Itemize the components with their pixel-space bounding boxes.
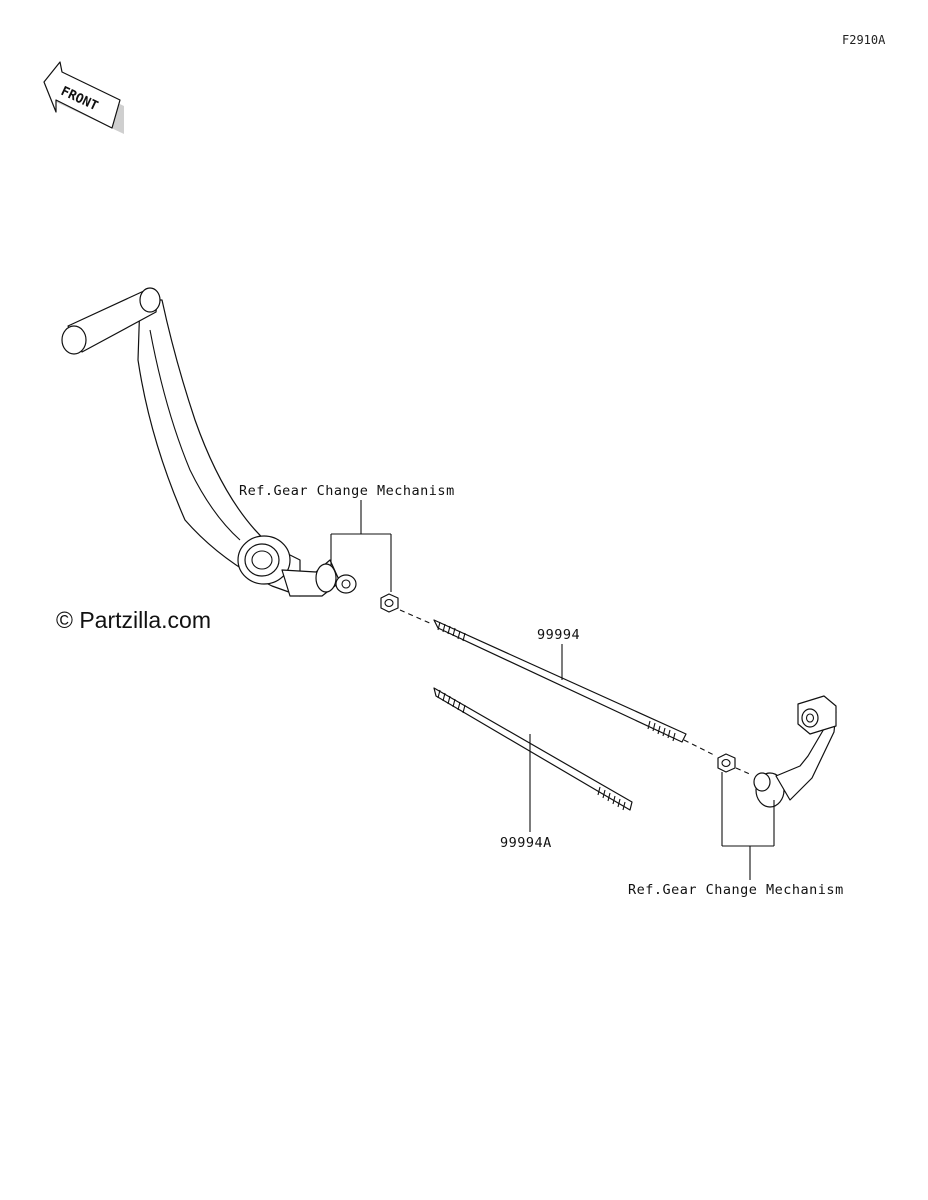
label-99994A: 99994A xyxy=(500,835,552,851)
front-arrow-icon: FRONT xyxy=(43,61,124,134)
ref-gear-change-bottom: Ref.Gear Change Mechanism xyxy=(628,882,844,898)
label-99994: 99994 xyxy=(537,627,580,643)
shift-shaft-arm xyxy=(753,695,837,808)
tie-rod-99994A xyxy=(433,687,633,811)
ref-leader-bottom xyxy=(721,772,775,880)
ref-gear-change-top: Ref.Gear Change Mechanism xyxy=(239,483,455,499)
watermark: © Partzilla.com xyxy=(56,607,211,633)
figure-code: F2910A xyxy=(842,33,886,47)
lock-nut-upper xyxy=(380,593,399,613)
shift-pedal xyxy=(61,287,357,597)
ref-leader-top xyxy=(330,500,392,592)
lock-nut-lower xyxy=(717,753,736,773)
tie-rod-99994 xyxy=(433,619,687,743)
